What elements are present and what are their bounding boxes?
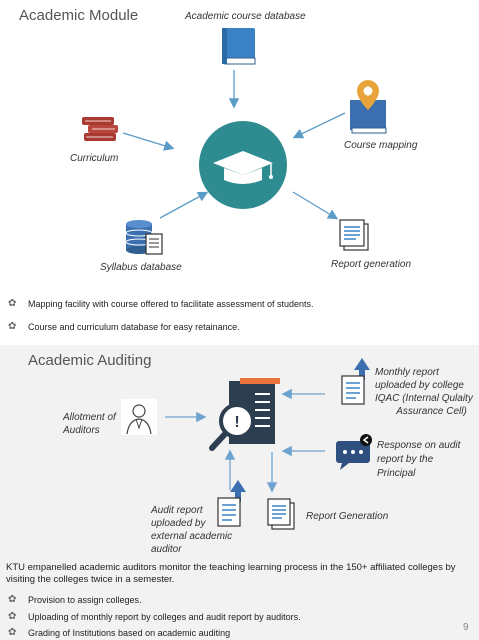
auditing-bullet-text: Grading of Institutions based on academi…: [28, 627, 231, 638]
gear-bullet-icon: ✿: [8, 611, 17, 622]
audit-report-label: Audit report uploaded by external academ…: [151, 505, 233, 555]
curriculum-label: Curriculum: [70, 153, 119, 164]
auditing-bullet-text: Provision to assign colleges.: [28, 594, 142, 605]
course-mapping-label: Course mapping: [344, 140, 418, 151]
audit-magnifier-icon: !: [209, 378, 280, 451]
database-document-icon: [125, 220, 163, 255]
page-number: 9: [463, 622, 469, 633]
map-pin-book-icon: [350, 80, 387, 134]
chat-bubble-icon: [336, 434, 372, 470]
academic-module-title: Academic Module: [19, 7, 139, 24]
report-documents-icon: [339, 219, 369, 251]
gear-bullet-icon: ✿: [8, 298, 17, 309]
response-label: Response on audit report by the Principa…: [377, 440, 461, 479]
upload-document-icon-monthly: [341, 358, 370, 405]
auditor-person-icon: [121, 399, 157, 435]
report-generation-label: Report generation: [331, 259, 412, 270]
module-bullet-2: ✿ Course and curriculum database for eas…: [8, 321, 240, 332]
auditing-bullet-text: Uploading of monthly report by colleges …: [28, 611, 301, 622]
stacked-books-icon: [82, 117, 118, 141]
upload-document-icon-audit: [217, 480, 246, 527]
module-bullet-text: Course and curriculum database for easy …: [28, 321, 240, 332]
allotment-label: Allotment of Auditors: [63, 412, 116, 436]
audit-report-generation-label: Report Generation: [306, 511, 389, 522]
report-documents-icon-audit: [267, 498, 295, 530]
gear-bullet-icon: ✿: [8, 321, 17, 332]
monthly-report-label: Monthly report uploaded by college IQAC …: [375, 367, 473, 417]
book-icon: [222, 28, 256, 65]
course-database-label: Academic course database: [185, 11, 306, 22]
module-bullet-text: Mapping facility with course offered to …: [28, 298, 314, 309]
svg-text:!: !: [234, 414, 239, 431]
graduation-cap-hub-icon: [199, 121, 287, 209]
gear-bullet-icon: ✿: [8, 594, 17, 605]
gear-bullet-icon: ✿: [8, 627, 17, 638]
module-arrows: [122, 70, 346, 220]
auditing-bullet-1: ✿ Provision to assign colleges.: [8, 594, 142, 605]
module-bullet-1: ✿ Mapping facility with course offered t…: [8, 298, 313, 309]
academic-auditing-title: Academic Auditing: [28, 352, 152, 369]
syllabus-database-label: Syllabus database: [100, 262, 182, 273]
auditing-bullet-2: ✿ Uploading of monthly report by college…: [8, 611, 301, 622]
auditing-bullet-3: ✿ Grading of Institutions based on acade…: [8, 627, 230, 638]
auditing-paragraph: KTU empanelled academic auditors monitor…: [6, 562, 456, 585]
audit-arrows: [165, 388, 325, 493]
